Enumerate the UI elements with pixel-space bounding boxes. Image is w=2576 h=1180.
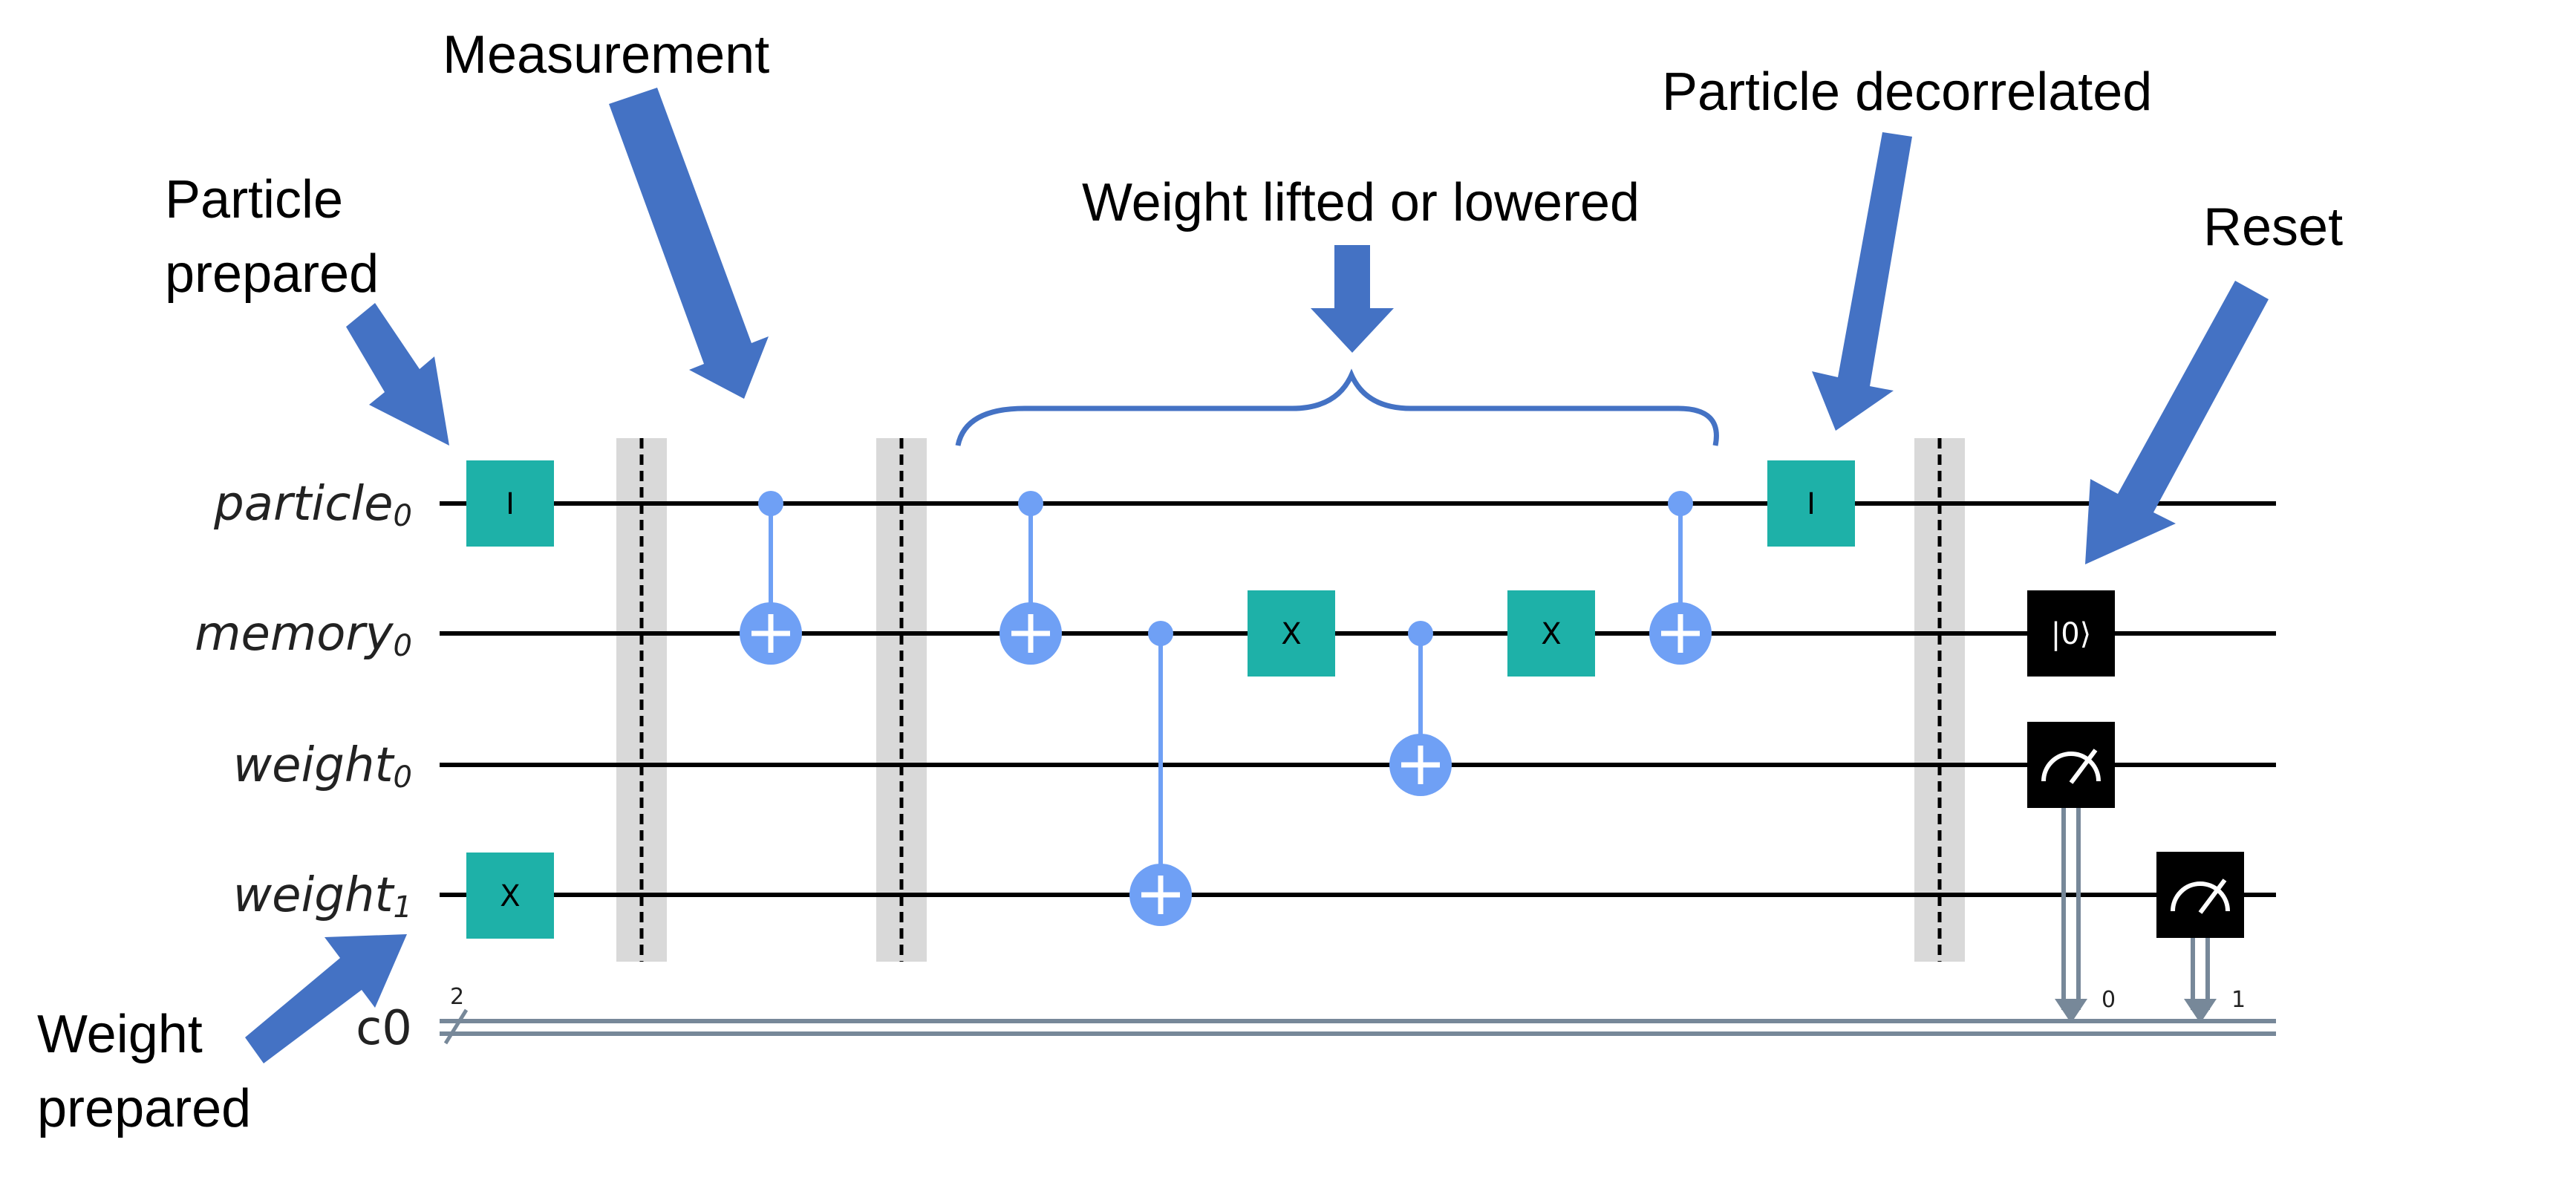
- svg-text:X: X: [500, 879, 520, 913]
- annotation-particle-prepared-line1: Particle: [165, 170, 343, 229]
- reset-gate-memory: |0⟩: [2027, 590, 2115, 677]
- cnot-lift-4: [1649, 491, 1712, 665]
- cnot-lift-1: [1000, 491, 1062, 665]
- cnot-lift-2: [1129, 621, 1192, 926]
- annotation-measurement: Measurement: [443, 25, 769, 85]
- svg-text:|0⟩: |0⟩: [2051, 617, 2092, 651]
- barrier-1: [616, 438, 667, 962]
- label-memory0: memory0: [195, 607, 412, 663]
- arrow-measurement: [609, 88, 769, 399]
- identity-gate-particle-2: I: [1767, 460, 1855, 547]
- svg-text:X: X: [1541, 617, 1561, 651]
- measure-weight1: 1: [2156, 852, 2246, 1023]
- arrow-weight-prepared: [245, 934, 407, 1063]
- svg-text:0: 0: [2101, 987, 2116, 1013]
- brace-weight-lifted: [955, 368, 1719, 446]
- cnot-lift-3: [1389, 621, 1452, 796]
- arrow-particle-prepared: [346, 303, 449, 446]
- arrow-particle-decorrelated: [1812, 132, 1912, 431]
- classical-width: 2: [450, 984, 464, 1010]
- annotation-weight-prepared-line1: Weight: [37, 1005, 203, 1064]
- cnot-measurement: [740, 491, 802, 665]
- svg-text:X: X: [1281, 617, 1301, 651]
- arrow-reset: [2085, 281, 2269, 564]
- measure-weight0: 0: [2027, 722, 2116, 1023]
- identity-gate-particle-1: I: [466, 460, 554, 547]
- svg-text:I: I: [1807, 487, 1816, 521]
- x-gate-memory-2: X: [1507, 590, 1595, 677]
- x-gate-memory-1: X: [1248, 590, 1335, 677]
- x-gate-weight1: X: [466, 853, 554, 939]
- arrow-weight-lifted: [1311, 245, 1394, 353]
- svg-text:1: 1: [2231, 987, 2246, 1013]
- label-particle0: particle0: [213, 477, 412, 533]
- barrier-3: [1914, 438, 1965, 962]
- label-weight1: weight1: [233, 868, 412, 925]
- label-weight0: weight0: [233, 738, 412, 795]
- annotation-weight-prepared-line2: prepared: [37, 1079, 251, 1138]
- annotation-particle-decorrelated: Particle decorrelated: [1662, 62, 2152, 122]
- svg-text:I: I: [506, 487, 515, 521]
- classical-wire: [440, 1008, 2276, 1045]
- barrier-2: [876, 438, 927, 962]
- label-classical: c0: [356, 1001, 412, 1056]
- annotation-weight-lifted: Weight lifted or lowered: [1082, 173, 1640, 232]
- annotation-reset: Reset: [2203, 198, 2343, 257]
- annotation-particle-prepared-line2: prepared: [165, 244, 379, 304]
